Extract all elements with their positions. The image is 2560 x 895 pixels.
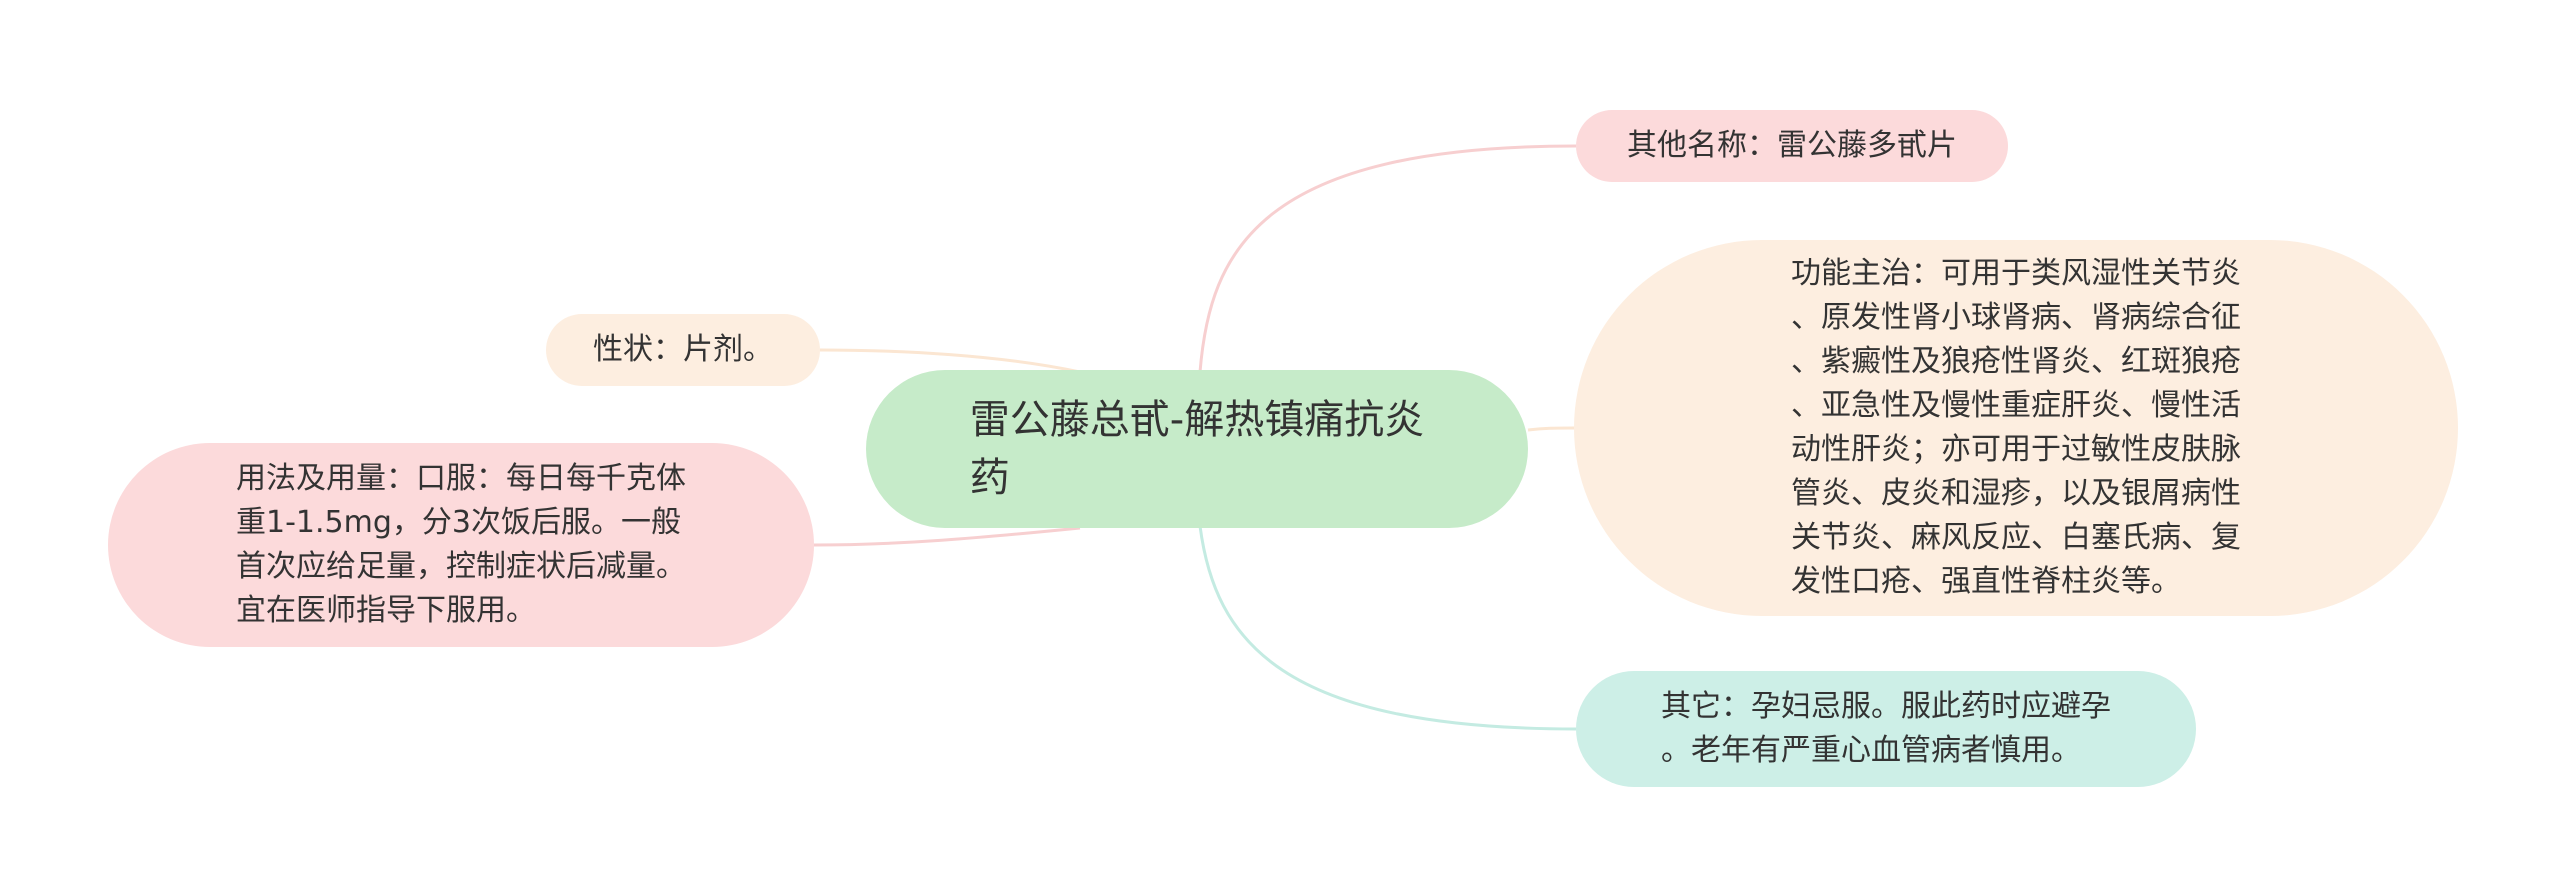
connector-other-name xyxy=(1198,144,1577,373)
node-misc[interactable]: 其它：孕妇忌服。服此药时应避孕 。老年有严重心血管病者慎用。 xyxy=(1576,671,2196,787)
node-other-name[interactable]: 其他名称：雷公藤多甙片 xyxy=(1576,110,2008,182)
node-usage[interactable]: 用法及用量：口服：每日每千克体 重1-1.5mg，分3次饭后服。一般 首次应给足… xyxy=(108,443,814,647)
connector-property xyxy=(819,348,1081,374)
central-topic-text: 雷公藤总甙-解热镇痛抗炎 药 xyxy=(969,397,1425,501)
node-misc-text: 其它：孕妇忌服。服此药时应避孕 。老年有严重心血管病者慎用。 xyxy=(1661,689,2111,768)
central-topic[interactable]: 雷公藤总甙-解热镇痛抗炎 药 xyxy=(866,370,1528,528)
connector-usage xyxy=(813,526,1081,547)
connector-misc xyxy=(1198,525,1577,731)
node-function-text: 功能主治：可用于类风湿性关节炎 、原发性肾小球肾病、肾病综合征 、紫癜性及狼疮性… xyxy=(1791,256,2241,599)
node-usage-text: 用法及用量：口服：每日每千克体 重1-1.5mg，分3次饭后服。一般 首次应给足… xyxy=(236,461,686,628)
connector-function xyxy=(1527,426,1575,432)
node-property[interactable]: 性状：片剂。 xyxy=(546,314,820,386)
node-other-name-text: 其他名称：雷公藤多甙片 xyxy=(1627,128,1957,163)
node-function[interactable]: 功能主治：可用于类风湿性关节炎 、原发性肾小球肾病、肾病综合征 、紫癜性及狼疮性… xyxy=(1574,240,2458,616)
node-property-text: 性状：片剂。 xyxy=(593,332,773,367)
